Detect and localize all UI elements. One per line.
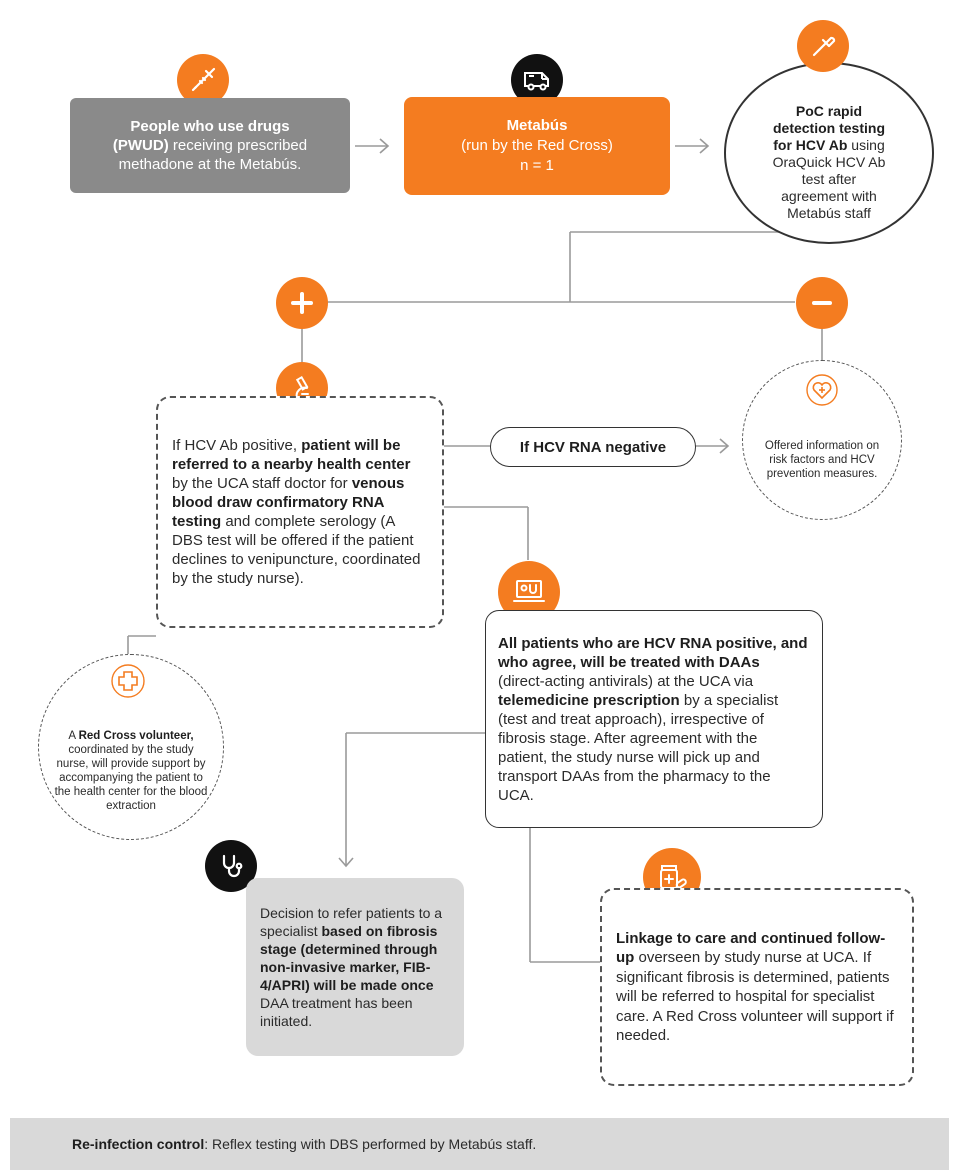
metabus-box: Metabús (run by the Red Cross) n = 1 (404, 97, 670, 195)
volunteer-bold: Red Cross volunteer, (78, 730, 194, 742)
metabus-sub: (run by the Red Cross) (461, 137, 613, 154)
poc-text-5: test after (801, 170, 857, 187)
reinfection-footer: Re-infection control: Reflex testing wit… (10, 1118, 949, 1170)
treatment-bold-1: All patients who are HCV RNA positive, a… (498, 634, 808, 671)
medical-cross-icon (111, 664, 145, 703)
poc-bold-1: PoC rapid (795, 102, 863, 119)
decision-text-2: DAA treatment has been initiated. (260, 995, 413, 1029)
metabus-n: n = 1 (520, 157, 554, 174)
pwud-title: People who use drugs (130, 118, 290, 135)
negative-info-circle: Offered information on risk factors and … (742, 360, 902, 520)
poc-text-7: Metabús staff (787, 204, 871, 221)
pwud-text-2: receiving prescribed (168, 137, 308, 154)
positive-text-3: and complete serology (A DBS test will b… (172, 513, 421, 587)
rna-negative-label: If HCV RNA negative (490, 427, 696, 467)
negative-info-text: Offered information on risk factors and … (764, 440, 880, 480)
poc-text-4: OraQuick HCV Ab (772, 153, 886, 170)
poc-bold-3: for HCV Ab (773, 136, 848, 153)
volunteer-text-2: coordinated by the study nurse, will pro… (54, 744, 208, 812)
metabus-title: Metabús (506, 117, 568, 134)
treatment-text-1: (direct-acting antivirals) at the UCA vi… (498, 672, 754, 690)
decision-text-1: Decision to refer patients to a speciali… (260, 905, 443, 939)
pwud-text-3: methadone at the Metabús. (118, 156, 302, 173)
treatment-box: All patients who are HCV RNA positive, a… (485, 610, 823, 828)
decision-box: Decision to refer patients to a speciali… (246, 878, 464, 1056)
pwud-box: People who use drugs (PWUD) receiving pr… (70, 98, 350, 193)
plus-icon (276, 277, 328, 329)
positive-bold-1: patient will be referred to a nearby hea… (172, 437, 411, 473)
dropper-icon (797, 20, 849, 72)
poc-text-3: using (847, 136, 885, 153)
rna-negative-text: If HCV RNA negative (519, 438, 667, 456)
linkage-box: Linkage to care and continued follow-up … (600, 888, 914, 1086)
syringe-icon (177, 54, 229, 106)
linkage-bold: Linkage to care and continued follow-up (616, 929, 886, 967)
footer-text: : Reflex testing with DBS performed by M… (204, 1136, 537, 1152)
hcv-positive-box: If HCV Ab positive, patient will be refe… (156, 396, 444, 628)
poc-text-6: agreement with (781, 187, 877, 204)
treatment-bold-2: telemedicine prescription (498, 691, 680, 709)
red-cross-volunteer-circle: A Red Cross volunteer, coordinated by th… (38, 654, 224, 840)
footer-bold: Re-infection control (72, 1136, 205, 1152)
positive-text-2: by the UCA staff doctor for (172, 475, 352, 492)
pwud-abbr: (PWUD) (112, 137, 169, 154)
poc-bold-2: detection testing (772, 119, 885, 136)
treatment-text-2: by a specialist (test and treat approach… (498, 691, 779, 804)
volunteer-text-1: A (68, 730, 79, 742)
positive-text-1: If HCV Ab positive, (172, 437, 302, 454)
positive-bold-2: venous blood draw confirmatory RNA testi… (172, 475, 405, 530)
heart-cross-icon (806, 374, 838, 411)
poc-test-circle: PoC rapid detection testing for HCV Ab u… (724, 62, 934, 244)
minus-icon (796, 277, 848, 329)
linkage-text: overseen by study nurse at UCA. If signi… (616, 949, 894, 1044)
decision-bold: based on fibrosis stage (determined thro… (260, 923, 438, 993)
